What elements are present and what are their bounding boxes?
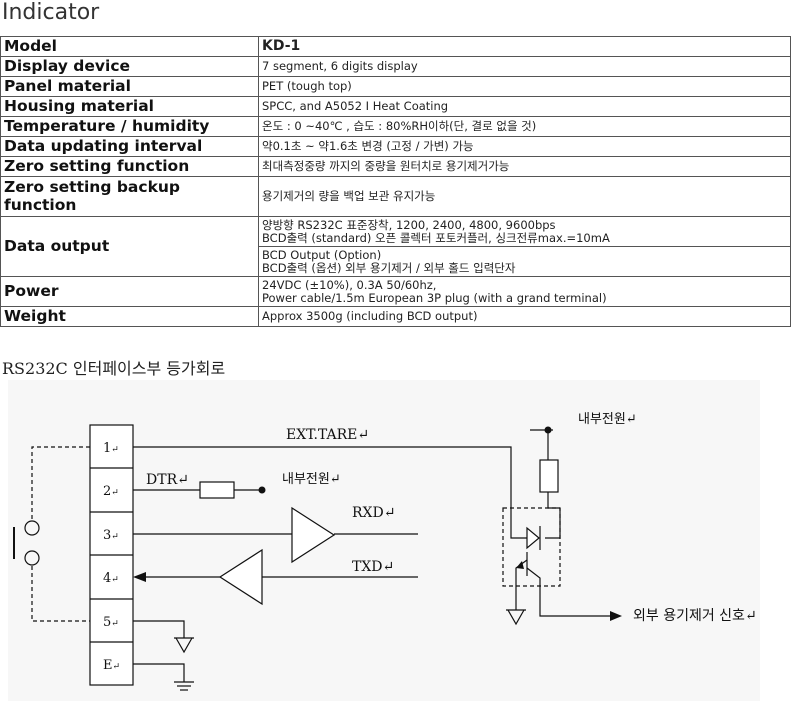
table-row: Zero setting backup function 용기제거의 량을 백업… <box>0 176 791 217</box>
spec-value: KD-1 <box>258 36 791 57</box>
spec-label: Model <box>0 36 259 57</box>
spec-value-line: 24VDC (±10%), 0.3A 50/60hz, <box>262 277 437 292</box>
switch-wire <box>31 566 90 622</box>
photocoupler-box <box>502 507 561 587</box>
led-icon <box>526 526 540 550</box>
spec-label: Temperature / humidity <box>0 116 259 137</box>
ground-icon <box>175 637 193 654</box>
ground-icon <box>507 609 525 626</box>
pullup-resistor-icon <box>539 459 559 493</box>
pin-label: 3↵ <box>103 528 119 543</box>
switch-contact-icon <box>24 550 40 566</box>
tare-signal-label: 외부 용기제거 신호↵ <box>633 608 757 624</box>
spec-label: Data output <box>0 216 259 277</box>
switch-wire <box>31 446 90 520</box>
spec-value-line: BCD출력 (standard) 오픈 콜렉터 포토커플러, 싱크전류max.=… <box>262 230 610 245</box>
table-row: Power 24VDC (±10%), 0.3A 50/60hz, Power … <box>0 276 791 307</box>
ext-tare-wire <box>133 446 512 508</box>
spec-value: 24VDC (±10%), 0.3A 50/60hz, Power cable/… <box>258 276 791 307</box>
table-row: Data updating interval 약0.1초 ~ 약1.6초 변경 … <box>0 136 791 157</box>
rxd-buffer-icon <box>291 506 336 564</box>
junction-dot <box>258 486 266 494</box>
frame-ground-wire <box>133 663 185 682</box>
pin-label: 4↵ <box>103 571 119 586</box>
dtr-resistor-icon <box>199 481 235 499</box>
rxd-label: RXD↵ <box>352 505 395 521</box>
table-row: Model KD-1 <box>0 36 791 57</box>
table-row: BCD Output (Option) BCD출력 (옵션) 외부 용기제거 /… <box>1 246 791 277</box>
internal-power-label: 내부전원↵ <box>282 472 341 487</box>
spec-value: Approx 3500g (including BCD output) <box>258 306 791 327</box>
pin-label: 1↵ <box>103 441 119 456</box>
spec-value: SPCC, and A5052 I Heat Coating <box>258 96 791 117</box>
arrow-right-icon <box>610 611 622 621</box>
ext-tare-label: EXT.TARE↵ <box>286 427 369 443</box>
spec-value: BCD Output (Option) BCD출력 (옵션) 외부 용기제거 /… <box>258 246 791 277</box>
spec-value-line: BCD출력 (옵션) 외부 용기제거 / 외부 홀드 입력단자 <box>262 260 516 275</box>
table-row: Zero setting function 최대측정중량 까지의 중량을 원터치… <box>0 156 791 177</box>
dtr-label: DTR↵ <box>146 472 189 488</box>
table-row: Panel material PET (tough top) <box>0 76 791 97</box>
spec-value: 용기제거의 량을 백업 보관 유지가능 <box>258 176 791 217</box>
spec-value: 온도 : 0 ~40℃ , 습도 : 80%RH이하(단, 결로 없을 것) <box>258 116 791 137</box>
spec-label: Zero setting function <box>0 156 259 177</box>
table-row: Weight Approx 3500g (including BCD outpu… <box>0 306 791 327</box>
switch-contact-icon <box>24 520 40 536</box>
arrow-left-icon <box>133 572 146 582</box>
spec-value-line: BCD Output (Option) <box>262 247 382 262</box>
rs232c-circuit-diagram: 1↵ 2↵ 3↵ 4↵ 5↵ E↵ EXT.TARE↵ DTR↵ 내부전원↵ R… <box>8 380 760 701</box>
txd-label: TXD↵ <box>352 559 394 575</box>
ground-wire <box>133 620 185 638</box>
spec-label: Housing material <box>0 96 259 117</box>
spec-value: 양방향 RS232C 표준장착, 1200, 2400, 4800, 9600b… <box>258 216 791 247</box>
internal-power-label: 내부전원↵ <box>578 412 637 427</box>
spec-label-line: Zero setting backup <box>4 178 181 197</box>
section-title: RS232C 인터페이스부 등가회로 <box>2 359 226 378</box>
pin-label: 2↵ <box>103 484 119 499</box>
table-row: Temperature / humidity 온도 : 0 ~40℃ , 습도 … <box>0 116 791 137</box>
pin-label: 5↵ <box>103 615 119 630</box>
pin-label: E↵ <box>103 658 120 673</box>
junction-dot <box>544 426 552 434</box>
spec-table: Model KD-1 Display device 7 segment, 6 d… <box>0 36 791 327</box>
spec-label-line: function <box>4 195 77 214</box>
table-row: Housing material SPCC, and A5052 I Heat … <box>0 96 791 117</box>
spec-value-line: Power cable/1.5m European 3P plug (with … <box>262 290 607 305</box>
spec-label: Data updating interval <box>0 136 259 157</box>
spec-value: 7 segment, 6 digits display <box>258 56 791 77</box>
spec-label: Weight <box>0 306 259 327</box>
spec-value-line: 양방향 RS232C 표준장착, 1200, 2400, 4800, 9600b… <box>262 217 556 232</box>
spec-label: Zero setting backup function <box>0 176 259 217</box>
spec-value: PET (tough top) <box>258 76 791 97</box>
page-title: Indicator <box>2 0 100 25</box>
spec-label: Power <box>0 276 259 307</box>
spec-value: 최대측정중량 까지의 중량을 원터치로 용기제거가능 <box>258 156 791 177</box>
spec-value: 약0.1초 ~ 약1.6초 변경 (고정 / 가변) 가능 <box>258 136 791 157</box>
table-row: Data output 양방향 RS232C 표준장착, 1200, 2400,… <box>0 216 791 277</box>
spec-label: Display device <box>0 56 259 77</box>
table-row: Display device 7 segment, 6 digits displ… <box>0 56 791 77</box>
spec-label: Panel material <box>0 76 259 97</box>
